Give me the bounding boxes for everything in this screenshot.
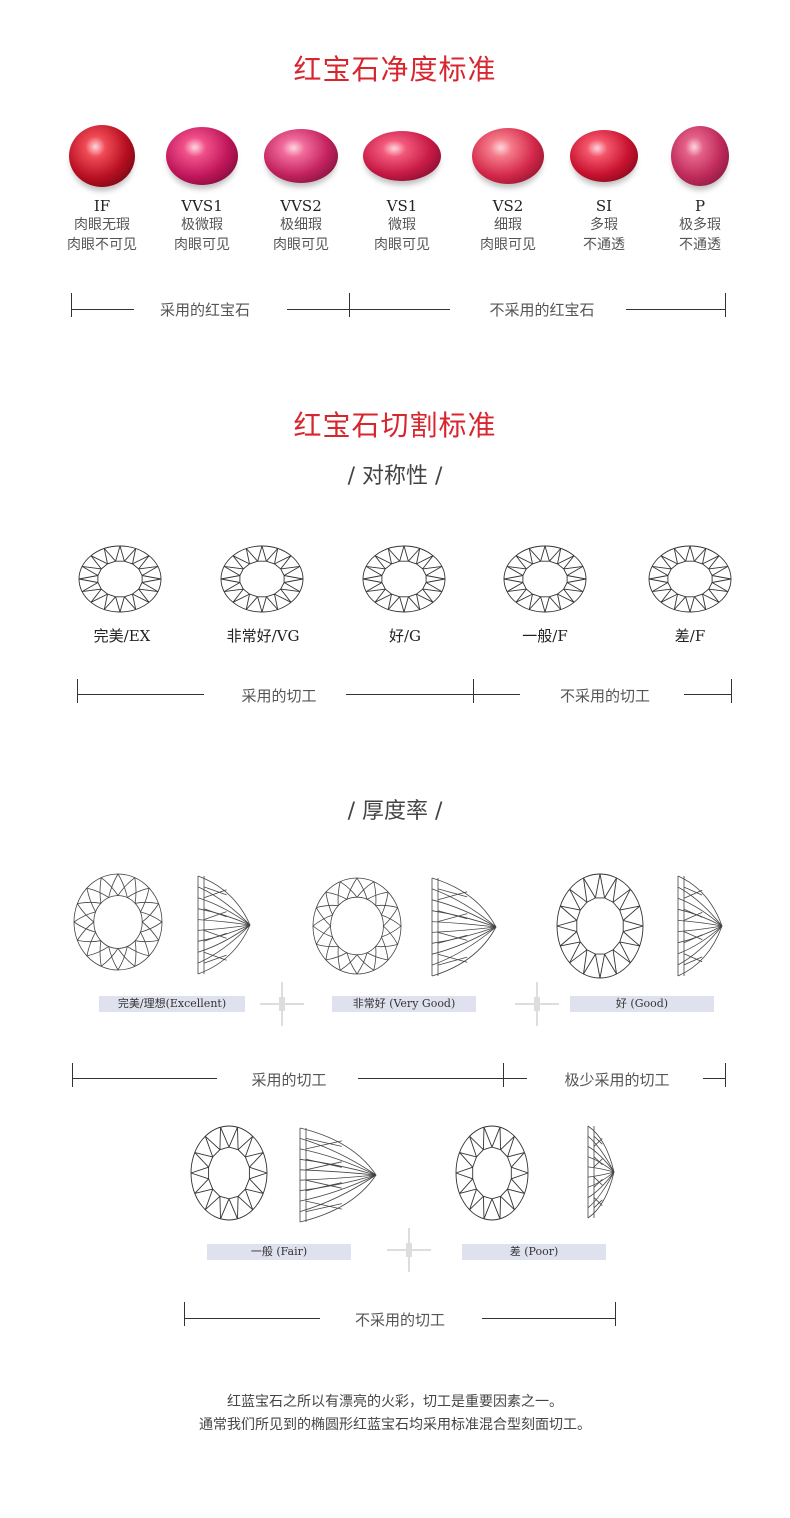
top-view-very-good (311, 876, 403, 980)
gem-vvs2: VVS2 极细瑕肉眼可见 (251, 125, 351, 255)
gem-grade: VS2 (492, 197, 524, 215)
adopted-ruby-label: 采用的红宝石 (159, 301, 250, 319)
tag-good: 好 (Good) (570, 996, 714, 1012)
gem-grade: VVS2 (280, 197, 322, 215)
gem-si: SI 多瑕不通透 (554, 125, 654, 255)
tag-poor: 差 (Poor) (462, 1244, 606, 1260)
ruby-image (363, 131, 441, 181)
gem-grade: VVS1 (181, 197, 223, 215)
gem-desc-2: 肉眼不可见 (67, 237, 137, 253)
top-view-excellent (72, 872, 164, 976)
gem-desc-1: 极多瑕 (679, 217, 721, 233)
divider-cross (387, 1228, 431, 1276)
gem-vs2: VS2 细瑕肉眼可见 (458, 125, 558, 255)
tag-very-good: 非常好 (Very Good) (332, 996, 476, 1012)
adopted-cut-label: 采用的切工 (241, 687, 317, 705)
gem-desc-1: 微瑕 (388, 217, 416, 233)
not-adopted-ruby-label: 不采用的红宝石 (489, 301, 595, 319)
gem-desc-2: 不通透 (679, 237, 721, 253)
gem-desc-2: 肉眼可见 (174, 237, 230, 253)
gem-vs1: VS1 微瑕肉眼可见 (352, 125, 452, 255)
symmetry-oval-diagram (219, 544, 305, 618)
footer-line-2: 通常我们所见到的椭圆形红蓝宝石均采用标准混合型刻面切工。 (199, 1417, 591, 1433)
gem-grade: IF (93, 197, 111, 215)
symmetry-oval-diagram (77, 544, 163, 618)
side-view-very-good (426, 876, 502, 982)
gem-if: IF 肉眼无瑕肉眼不可见 (52, 125, 152, 255)
ruby-image (671, 126, 729, 186)
divider-cross (515, 982, 559, 1030)
divider-cross (260, 982, 304, 1030)
symmetry-oval-diagram (502, 544, 588, 618)
ruby-image (166, 127, 238, 185)
gem-desc-1: 多瑕 (590, 217, 618, 233)
depth-adopted-label: 采用的切工 (251, 1071, 327, 1089)
depth-rarely-label: 极少采用的切工 (564, 1071, 670, 1089)
top-view-fair (189, 1124, 269, 1226)
symmetry-heading: / 对称性 / (347, 464, 443, 489)
gem-p: P 极多瑕不通透 (650, 125, 750, 255)
gem-desc-1: 肉眼无瑕 (74, 217, 130, 233)
depth-not-adopted-label: 不采用的切工 (354, 1311, 445, 1329)
gem-grade: P (694, 197, 706, 215)
symmetry-oval-diagram (647, 544, 733, 618)
ruby-image (69, 125, 135, 187)
clarity-title: 红宝石净度标准 (293, 53, 497, 86)
symmetry-label: 完美/EX (93, 627, 151, 645)
gem-desc-1: 极微瑕 (181, 217, 223, 233)
gem-desc-1: 细瑕 (494, 217, 522, 233)
tag-excellent: 完美/理想(Excellent) (99, 996, 245, 1012)
footer-line-1: 红蓝宝石之所以有漂亮的火彩，切工是重要因素之一。 (227, 1394, 563, 1410)
gem-desc-2: 不通透 (583, 237, 625, 253)
gem-grade: SI (595, 197, 613, 215)
symmetry-oval-diagram (361, 544, 447, 618)
gem-desc-2: 肉眼可见 (480, 237, 536, 253)
symmetry-label: 非常好/VG (226, 627, 300, 645)
gem-desc-1: 极细瑕 (280, 217, 322, 233)
depth-heading: / 厚度率 / (347, 799, 443, 824)
side-view-poor (582, 1124, 618, 1224)
side-view-excellent (192, 874, 256, 980)
top-view-good (555, 872, 645, 984)
ruby-image (264, 129, 338, 183)
gem-desc-2: 肉眼可见 (374, 237, 430, 253)
not-adopted-cut-label: 不采用的切工 (559, 687, 650, 705)
cut-title: 红宝石切割标准 (293, 409, 497, 442)
symmetry-label: 差/F (674, 627, 706, 645)
gem-desc-2: 肉眼可见 (273, 237, 329, 253)
side-view-good (672, 874, 728, 982)
ruby-image (472, 128, 544, 184)
gem-grade: VS1 (386, 197, 418, 215)
side-view-fair (294, 1126, 382, 1228)
top-view-poor (454, 1124, 530, 1226)
symmetry-label: 好/G (388, 627, 422, 645)
tag-fair: 一般 (Fair) (207, 1244, 351, 1260)
symmetry-label: 一般/F (522, 627, 568, 645)
gem-vvs1: VVS1 极微瑕肉眼可见 (152, 125, 252, 255)
ruby-image (570, 130, 638, 182)
